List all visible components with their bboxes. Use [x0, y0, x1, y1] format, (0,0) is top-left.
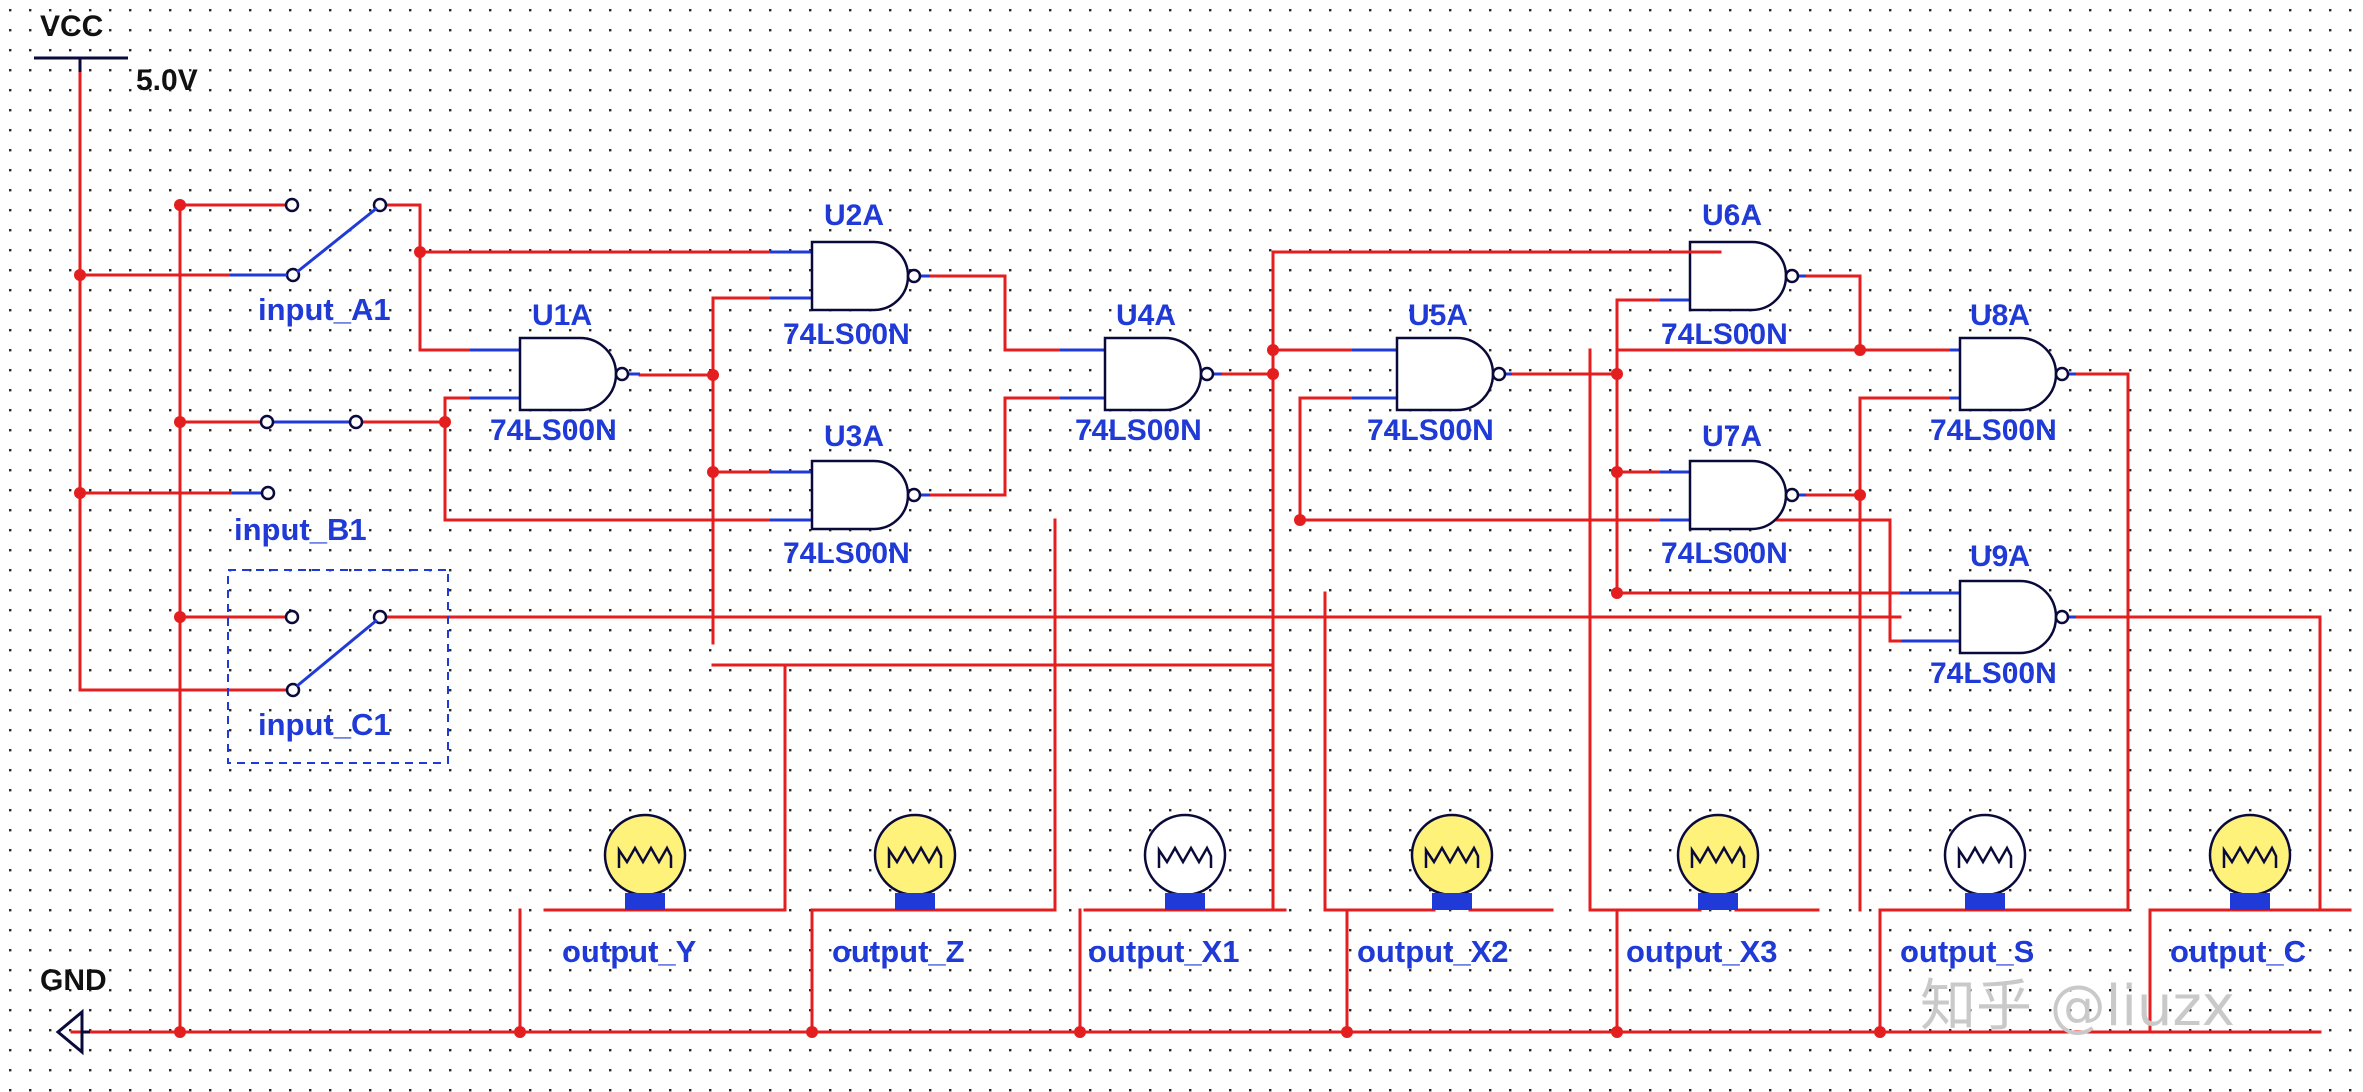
- output-lamp-z[interactable]: output_Z: [813, 813, 1017, 969]
- lamp-filament: [1690, 845, 1746, 868]
- vcc-label: VCC: [40, 10, 103, 43]
- lamp-base: [1698, 893, 1738, 910]
- gate-ref: U4A: [1116, 299, 1176, 332]
- lamp-bulb-icon: [2208, 813, 2292, 897]
- switch-selection-box: [227, 569, 449, 764]
- gate-ref: U2A: [824, 199, 884, 232]
- gate-ref: U9A: [1970, 540, 2030, 573]
- output-label: output_X2: [1357, 934, 1509, 969]
- vcc-symbol[interactable]: VCC 5.0V: [34, 10, 198, 97]
- lamp-base: [1432, 893, 1472, 910]
- lamp-base: [1165, 893, 1205, 910]
- gate-part: 74LS00N: [1930, 414, 2057, 447]
- gate-ref: U7A: [1702, 420, 1762, 453]
- switch-c1[interactable]: input_C1: [227, 569, 449, 764]
- output-label: output_Y: [562, 934, 697, 969]
- gate-part: 74LS00N: [1367, 414, 1494, 447]
- gate-u6a[interactable]: U6A 74LS00N: [1658, 199, 1806, 351]
- gate-u4a[interactable]: U4A 74LS00N: [1060, 299, 1222, 447]
- lamp-bulb-icon: [1943, 813, 2027, 897]
- output-label: output_C: [2170, 934, 2306, 969]
- gate-u5a[interactable]: U5A 74LS00N: [1352, 299, 1512, 447]
- gate-ref: U1A: [532, 299, 592, 332]
- gate-u2a[interactable]: U2A 74LS00N: [770, 199, 930, 351]
- lamp-filament: [1424, 845, 1480, 868]
- vcc-value: 5.0V: [136, 64, 198, 97]
- switch-label-a1: input_A1: [258, 292, 391, 327]
- lamp-filament: [1157, 845, 1213, 868]
- gate-part: 74LS00N: [1075, 414, 1202, 447]
- lamp-filament: [887, 845, 943, 868]
- lamp-bulb-icon: [1410, 813, 1494, 897]
- output-lamp-x3[interactable]: output_X3: [1616, 813, 1820, 969]
- switch-b1[interactable]: input_B1: [232, 414, 367, 547]
- gate-ref: U3A: [824, 420, 884, 453]
- lamp-filament: [617, 845, 673, 868]
- lamp-filament: [2222, 845, 2278, 868]
- gate-part: 74LS00N: [1661, 537, 1788, 570]
- output-lamp-x1[interactable]: output_X1: [1083, 813, 1287, 969]
- junctions: [74, 199, 1886, 1038]
- switch-label-b1: input_B1: [234, 512, 367, 547]
- gate-u8a[interactable]: U8A 74LS00N: [1930, 299, 2076, 447]
- output-label: output_X1: [1088, 934, 1240, 969]
- lamp-base: [2230, 893, 2270, 910]
- lamp-bulb-icon: [873, 813, 957, 897]
- gate-part: 74LS00N: [1930, 657, 2057, 690]
- gate-u9a[interactable]: U9A 74LS00N: [1888, 518, 2076, 690]
- output-label: output_S: [1900, 934, 2034, 969]
- gate-part: 74LS00N: [1661, 318, 1788, 351]
- gate-u7a[interactable]: U7A 74LS00N: [1660, 420, 1806, 570]
- switch-a1[interactable]: input_A1: [230, 197, 391, 327]
- lamp-filament: [1957, 845, 2013, 868]
- gate-part: 74LS00N: [490, 414, 617, 447]
- gate-u1a[interactable]: U1A 74LS00N: [470, 299, 640, 447]
- gate-part: 74LS00N: [783, 537, 910, 570]
- lamp-base: [625, 893, 665, 910]
- gate-ref: U8A: [1970, 299, 2030, 332]
- output-lamp-c[interactable]: output_C: [2148, 813, 2352, 969]
- lamp-bulb-icon: [1676, 813, 1760, 897]
- output-lamp-y[interactable]: output_Y: [543, 813, 747, 969]
- lamp-bulb-icon: [603, 813, 687, 897]
- lamp-base: [1965, 893, 2005, 910]
- output-lamp-s[interactable]: output_S: [1883, 813, 2087, 969]
- output-lamps: output_Y output_Z output_X1 output_X2 output…: [543, 813, 2352, 969]
- switch-label-c1: input_C1: [258, 707, 391, 742]
- output-label: output_Z: [832, 934, 965, 969]
- gate-u3a[interactable]: U3A 74LS00N: [770, 420, 930, 570]
- output-label: output_X3: [1626, 934, 1778, 969]
- lamp-bulb-icon: [1143, 813, 1227, 897]
- gate-ref: U6A: [1702, 199, 1762, 232]
- output-lamp-x2[interactable]: output_X2: [1350, 813, 1554, 969]
- gate-part: 74LS00N: [783, 318, 910, 351]
- watermark: 知乎 @liuzx: [1920, 974, 2235, 1039]
- gate-ref: U5A: [1408, 299, 1468, 332]
- gnd-symbol[interactable]: GND: [40, 964, 107, 1056]
- gnd-label: GND: [40, 964, 107, 997]
- lamp-base: [895, 893, 935, 910]
